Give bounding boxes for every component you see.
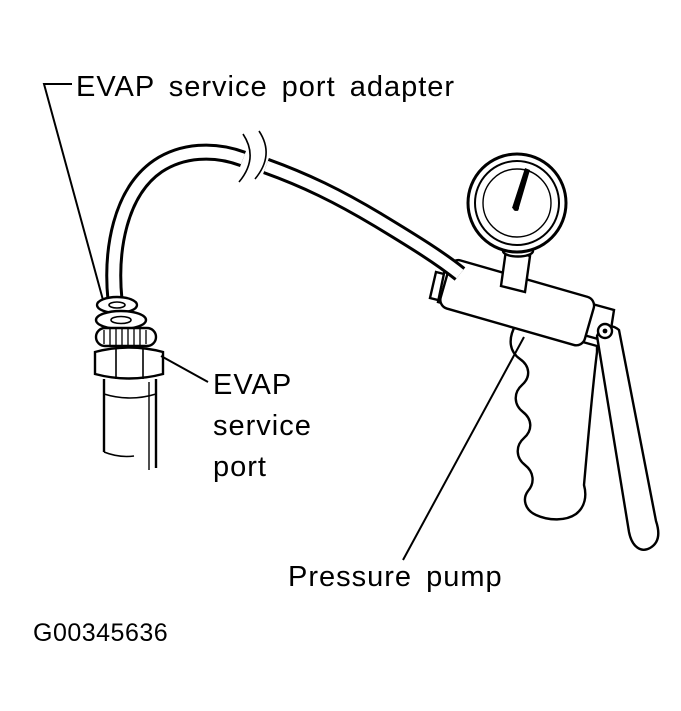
leader-line-pressure-pump	[402, 336, 525, 561]
leader-line-adapter	[42, 83, 104, 301]
adapter-ring-bottom-hole	[110, 315, 132, 325]
pressure-gauge	[466, 152, 568, 254]
adapter-ring-top-hole	[108, 301, 126, 309]
pump-lever-arm	[595, 324, 660, 551]
service-port-hex-nut	[93, 346, 165, 380]
label-evap-service-port-adapter: EVAP service port adapter	[76, 71, 455, 103]
hose-left-outer	[105, 143, 247, 301]
hose-break-mark-left	[238, 133, 251, 183]
label-evap-service-port: EVAP service port	[213, 369, 312, 483]
service-port-pipe	[102, 379, 158, 470]
hose-left-inner	[108, 146, 245, 301]
adapter-ring-bottom	[94, 309, 148, 331]
pump-pivot-pin-center	[602, 328, 608, 334]
evap-adapter-assembly	[93, 295, 165, 470]
figure-code: G00345636	[33, 619, 168, 647]
connecting-hose	[105, 130, 466, 301]
label-evap-line2: service	[213, 410, 312, 442]
hose-break-mark-right	[254, 130, 267, 180]
label-evap-line1: EVAP	[213, 369, 292, 401]
hose-right-inner	[264, 160, 464, 279]
label-pressure-pump: Pressure pump	[288, 561, 503, 593]
pump-grip-handle	[509, 322, 599, 521]
gauge-needle-hub	[513, 205, 519, 211]
label-evap-line3: port	[213, 451, 267, 483]
knurl-texture	[103, 329, 147, 345]
gauge-dial-face	[482, 168, 552, 238]
adapter-knurled-collar	[94, 326, 158, 348]
leader-line-service-port	[160, 355, 209, 383]
pressure-pump-illustration	[428, 152, 660, 551]
gauge-needle	[512, 168, 530, 211]
gauge-inner-rim	[474, 160, 560, 246]
